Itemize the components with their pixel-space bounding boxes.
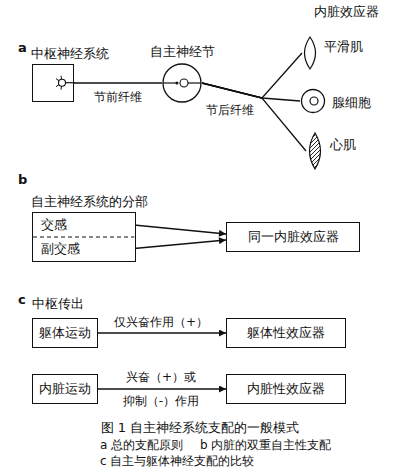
text-label: b 内脏的双重自主性支配 [200, 437, 331, 453]
arrow-connector [98, 388, 226, 389]
process-box: 中枢神经系统 [32, 64, 74, 102]
cell-nucleus [310, 97, 318, 105]
node-label: 腺细胞 [332, 95, 371, 111]
node-outline [300, 88, 326, 114]
node-label: 心肌 [330, 137, 356, 153]
node-label: 内脏性效应器 [247, 381, 325, 397]
node-label: 自主神经系统的分部 [31, 194, 148, 210]
division-cell: 交感 [33, 213, 134, 237]
figure-caption: 图 1 自主神经系统支配的一般模式 [101, 420, 300, 436]
text-label: a 总的支配原则 [100, 437, 183, 453]
text-label: 内脏效应器 [314, 4, 379, 20]
arrow-connector [98, 332, 226, 333]
effector-shape: 自主神经节 [162, 63, 202, 103]
panel-letter: b [18, 172, 27, 188]
node-label: 同一内脏效应器 [248, 229, 339, 245]
dashed-divider [33, 237, 134, 238]
panel-letter: a [18, 40, 27, 56]
node-label: 自主神经节 [150, 44, 215, 60]
edge-label: 节前纤维 [93, 90, 143, 105]
arrow-connector [134, 240, 226, 249]
text-label: 中枢传出 [32, 296, 84, 312]
ganglion-circle [163, 64, 201, 102]
edge-label: 节后纤维 [205, 103, 255, 118]
text-label: c 自主与躯体神经支配的比较 [100, 453, 254, 469]
process-box: 内脏运动 [32, 374, 98, 404]
dendrite [61, 86, 63, 90]
smooth-muscle-cell [305, 37, 316, 69]
dendrite [61, 76, 63, 80]
edge-label: 兴奋（+）或 抑制（-）作用 [118, 365, 204, 413]
nerve-fiber [202, 83, 300, 101]
node-outline [162, 63, 202, 103]
cardiac-muscle-cell [310, 133, 321, 169]
postganglionic-axon [188, 82, 201, 83]
node-outline [302, 36, 318, 70]
effector-shape: 心肌 [306, 132, 324, 170]
node-label: 副交感 [41, 241, 80, 257]
effector-shape: 平滑肌 [302, 36, 318, 70]
node-label: 中枢神经系统 [31, 46, 109, 62]
node-outline [306, 132, 324, 170]
panel-letter: c [18, 292, 26, 308]
edge-label: 仅兴奋作用（+） [113, 315, 209, 330]
synapse-knob [176, 82, 179, 85]
node-label: 躯体运动 [39, 325, 91, 341]
nerve-fiber [202, 83, 306, 151]
effector-shape: 腺细胞 [300, 88, 326, 114]
node-label: 躯体性效应器 [247, 325, 325, 341]
division-cell: 副交感 [33, 237, 134, 260]
process-box: 同一内脏效应器 [226, 222, 360, 252]
node-label: 内脏运动 [39, 381, 91, 397]
nerve-fiber [74, 82, 162, 83]
node-label: 平滑肌 [324, 39, 363, 55]
arrow-connector [134, 225, 226, 234]
node-label: 交感 [41, 217, 67, 233]
preganglionic-terminal [163, 82, 176, 83]
axon [66, 82, 76, 83]
ganglion-neuron [180, 79, 188, 87]
process-box: 自主神经系统的分部交感副交感 [32, 212, 136, 262]
process-box: 躯体性效应器 [226, 318, 346, 348]
process-box: 躯体运动 [32, 318, 98, 348]
dendrite [56, 79, 59, 81]
process-box: 内脏性效应器 [226, 374, 346, 404]
node-outline [33, 65, 75, 103]
nerve-fiber [202, 53, 302, 98]
gland-cell [302, 90, 325, 113]
neuron-soma [59, 79, 66, 86]
dendrite [56, 85, 59, 87]
